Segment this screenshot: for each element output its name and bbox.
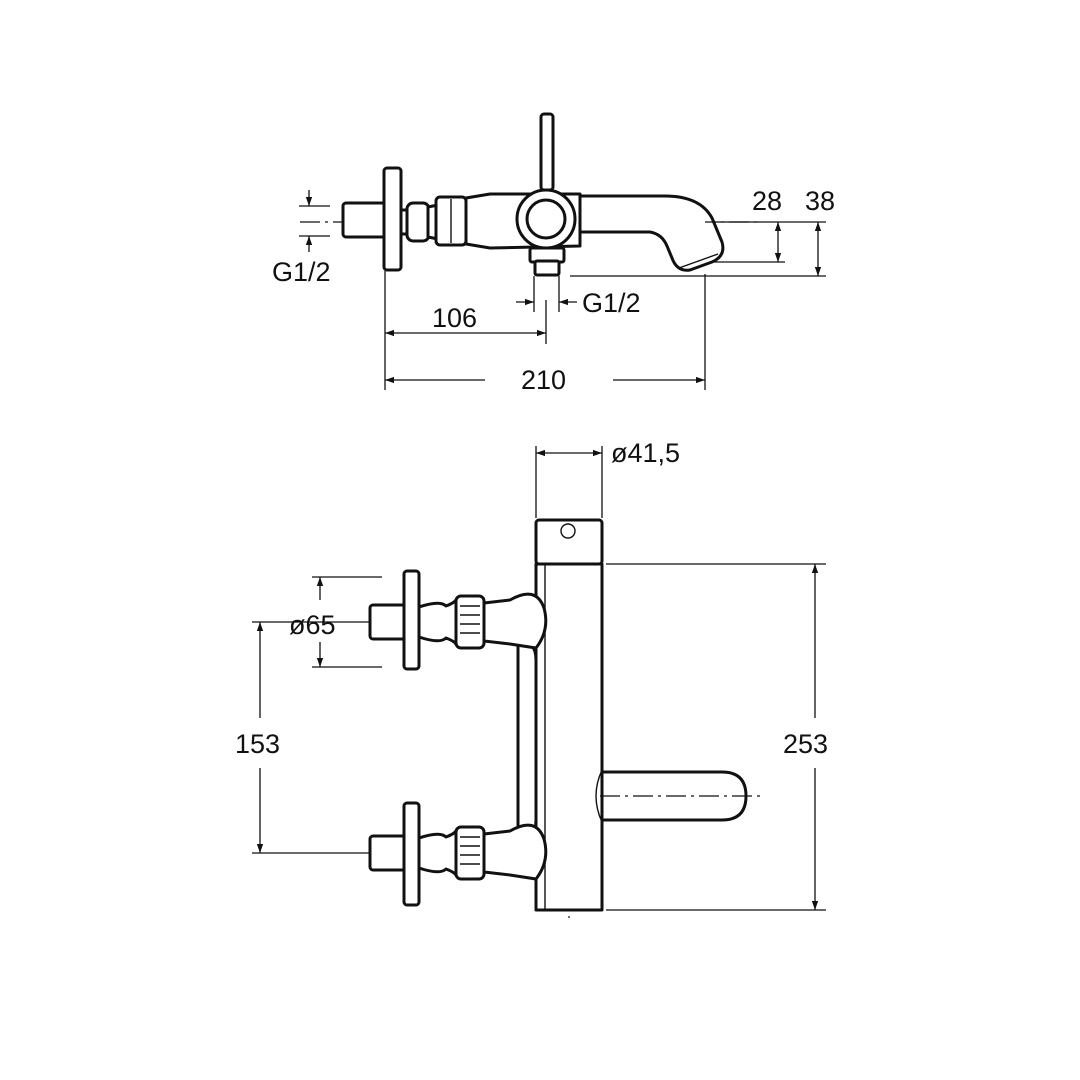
front-upper-inlet: [352, 569, 548, 671]
top-lever: [539, 112, 555, 192]
dim-spout-height-b: 38: [805, 186, 835, 216]
front-top-cap: [534, 518, 604, 566]
top-spout: [558, 194, 725, 272]
top-outlet-nozzle: [533, 259, 561, 277]
dim-outlet-thread: G1/2: [582, 288, 641, 318]
dim-inlet-thread: G1/2: [272, 257, 331, 287]
inlet-neck: [417, 829, 458, 877]
dim-spout-height-a: 28: [752, 186, 782, 216]
top-cartridge-inner: [525, 198, 567, 240]
dim-body-height: 253: [783, 729, 828, 759]
front-view: ø41,5 ø65 153 253: [235, 438, 828, 918]
front-lower-inlet: [352, 801, 548, 907]
top-inlet-stub: [341, 201, 387, 239]
spout-rim: [678, 253, 719, 269]
inlet-elbow: [482, 592, 548, 650]
front-bridge: [516, 638, 538, 842]
dim-flange-diameter: ø65: [289, 610, 336, 640]
top-wall-flange: [382, 166, 403, 272]
dim-body-diameter: ø41,5: [611, 438, 680, 468]
top-nut: [405, 201, 431, 243]
front-cap-screw: [560, 523, 576, 539]
spout-joint: [595, 769, 603, 823]
inlet-elbow: [482, 823, 548, 881]
dim-total-depth: 210: [521, 365, 566, 395]
inlet-neck: [417, 598, 458, 646]
inlet-union: [454, 825, 486, 881]
dim-inlet-to-outlet: 106: [432, 303, 477, 333]
inlet-flange: [402, 569, 421, 671]
inlet-stub: [368, 603, 408, 641]
dim-inlet-spacing: 153: [235, 729, 280, 759]
inlet-union: [454, 594, 486, 650]
inlet-stub: [368, 834, 408, 872]
inlet-flange: [402, 801, 421, 907]
top-view: G1/2 G1/2 106 210 28 38: [272, 112, 835, 395]
